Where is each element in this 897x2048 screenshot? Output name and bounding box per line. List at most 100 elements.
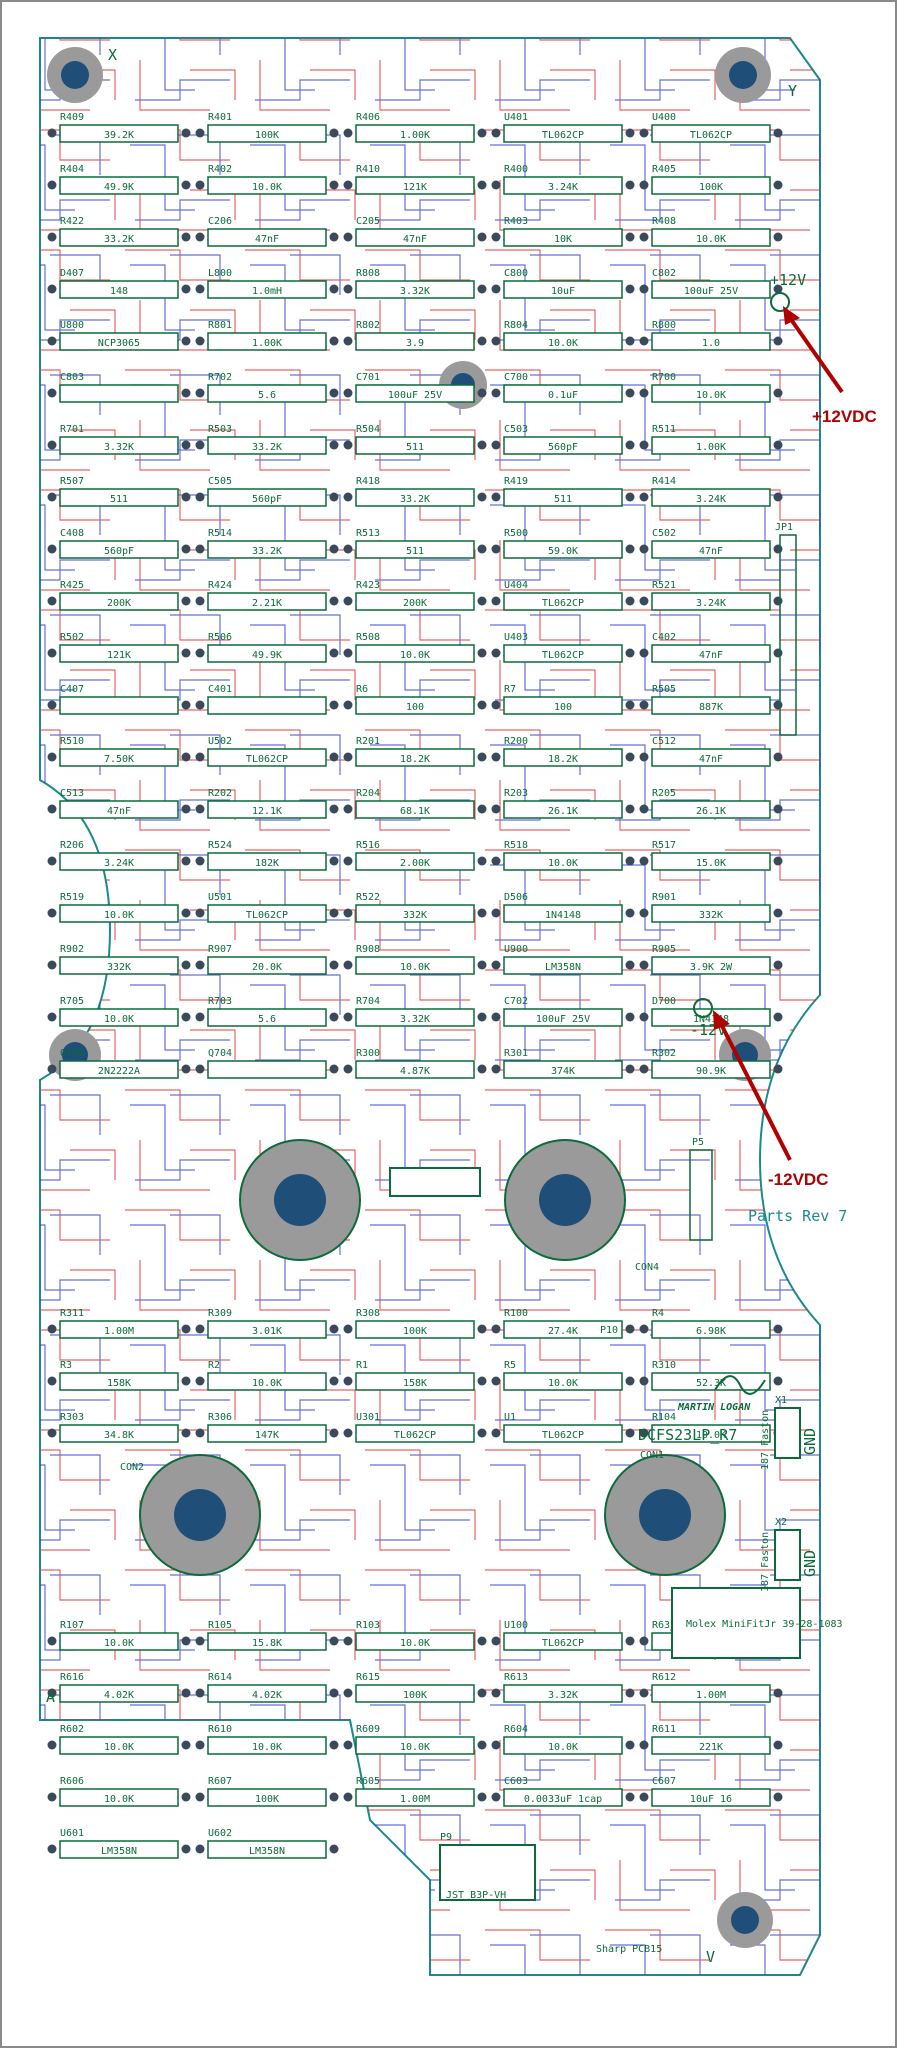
component-ref: R425: [60, 580, 84, 591]
component-pad: [329, 388, 339, 398]
component-pad: [47, 1636, 57, 1646]
component-value: 1.00M: [104, 1326, 134, 1337]
component-ref: R703: [208, 996, 232, 1007]
component-value: 10.0K: [400, 962, 430, 973]
component-pad: [181, 1012, 191, 1022]
component-pad: [47, 128, 57, 138]
component-pad: [491, 492, 501, 502]
component-ref: U1: [504, 1412, 516, 1423]
component-ref: R309: [208, 1308, 232, 1319]
component-value: 26.1K: [696, 806, 726, 817]
component-pad: [773, 180, 783, 190]
component-pad: [195, 1064, 205, 1074]
con4-label: CON4: [635, 1262, 659, 1273]
component-body: [355, 904, 475, 923]
component-ref: R613: [504, 1672, 528, 1683]
component-pad: [181, 180, 191, 190]
component-value: 4.87K: [400, 1066, 430, 1077]
component-ref: R506: [208, 632, 232, 643]
component-body: [651, 384, 771, 403]
component-ref: R500: [504, 528, 528, 539]
corner-label-x: X: [108, 46, 117, 64]
component-ref: R505: [652, 684, 676, 695]
component-ref: C408: [60, 528, 84, 539]
component-pad: [195, 1636, 205, 1646]
component-value: 100K: [403, 1690, 427, 1701]
component-ref: R404: [60, 164, 84, 175]
component-pad: [47, 544, 57, 554]
component-ref: C607: [652, 1776, 676, 1787]
component-pad: [639, 544, 649, 554]
component-value: 1.00M: [696, 1690, 726, 1701]
component-pad: [329, 1012, 339, 1022]
component-pad: [343, 752, 353, 762]
component-ref: R702: [208, 372, 232, 383]
component-ref: R801: [208, 320, 232, 331]
component-body: [355, 540, 475, 559]
component-value: 511: [406, 546, 424, 557]
component-ref: R303: [60, 1412, 84, 1423]
component-ref: R508: [356, 632, 380, 643]
component-ref: R406: [356, 112, 380, 123]
component-value: 100K: [699, 182, 723, 193]
component-pad: [181, 336, 191, 346]
component-ref: C702: [504, 996, 528, 1007]
component-body: [503, 488, 623, 507]
component-value: 100: [554, 702, 572, 713]
component-ref: R631: [652, 1620, 676, 1631]
component-value: 3.9: [406, 338, 424, 349]
component-pad: [625, 1376, 635, 1386]
component-pad: [773, 232, 783, 242]
positive-callout-arrow: [788, 316, 844, 394]
component-pad: [181, 232, 191, 242]
component-pad: [181, 128, 191, 138]
component-value: 5.6: [258, 1014, 276, 1025]
component-pad: [343, 1012, 353, 1022]
power-resistor-outline: [389, 1167, 481, 1197]
component-value: 1.0mH: [252, 286, 282, 297]
p9-ref: P9: [440, 1832, 452, 1843]
component-ref: R504: [356, 424, 380, 435]
component-body: [355, 280, 475, 299]
component-ref: R902: [60, 944, 84, 955]
component-ref: Q704: [208, 1048, 232, 1059]
component-pad: [195, 960, 205, 970]
component-pad: [343, 232, 353, 242]
x1-faston-label: 187 Faston: [760, 1410, 771, 1470]
jp1-label: JP1: [775, 522, 793, 533]
component-pad: [329, 1740, 339, 1750]
component-pad: [477, 1636, 487, 1646]
component-pad: [639, 180, 649, 190]
component-body: [207, 1788, 327, 1807]
component-pad: [639, 648, 649, 658]
component-body: [651, 280, 771, 299]
component-pad: [639, 1064, 649, 1074]
component-body: [59, 332, 179, 351]
component-body: [651, 228, 771, 247]
component-pad: [773, 1688, 783, 1698]
component: C407: [47, 684, 191, 715]
x1-faston-outline: [774, 1407, 801, 1459]
component-value: 100uF 25V: [536, 1014, 590, 1025]
component-value: 3.9K 2W: [690, 962, 733, 973]
component-ref: R609: [356, 1724, 380, 1735]
component-pad: [639, 1376, 649, 1386]
component-pad: [47, 232, 57, 242]
component-pad: [329, 1064, 339, 1074]
component-body: [207, 488, 327, 507]
